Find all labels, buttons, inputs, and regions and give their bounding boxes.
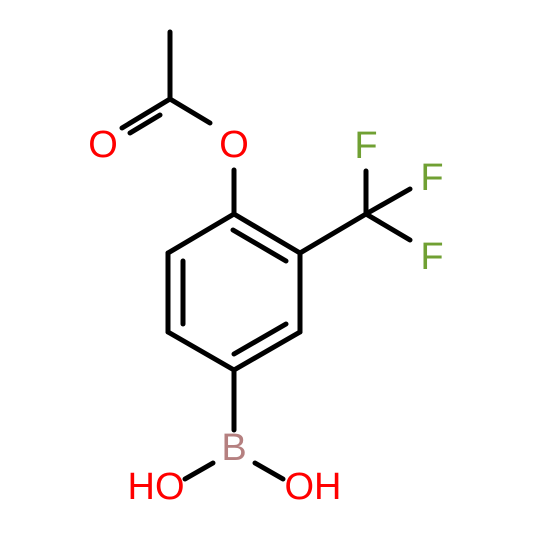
hydroxyl-right-label: OH [285, 466, 342, 508]
fluorine-top-label: F [354, 125, 377, 167]
hydroxyl-left-label: HO [128, 466, 185, 508]
bond-layer [119, 29, 413, 482]
ring-bond-1-inner [230, 227, 289, 264]
ring-bond-4 [165, 329, 237, 373]
ring-bond-1 [231, 211, 303, 256]
boron-hydroxyl-right-bond [252, 460, 286, 482]
acyl-oxygen-bond [167, 96, 213, 126]
fluorine-bottom-label: F [420, 236, 443, 278]
atom-label-layer: O O F F F B HO OH [88, 124, 443, 508]
ring-bond-3 [231, 329, 303, 373]
fluorine-right-label: F [420, 157, 443, 199]
cf-bond-bottom [363, 211, 413, 243]
carbonyl-double-bond-a [119, 96, 173, 131]
boron-hydroxyl-left-bond [182, 460, 216, 482]
ring-bond-6 [165, 211, 237, 256]
boron-label: B [221, 427, 246, 469]
carbonyl-oxygen-label: O [88, 124, 118, 166]
carbonyl-double-bond-b [127, 112, 163, 136]
cf3-bond [297, 211, 369, 256]
ester-oxygen-label: O [219, 124, 249, 166]
cf-bond-right [363, 186, 413, 217]
ring-bond-3-inner [231, 321, 289, 357]
